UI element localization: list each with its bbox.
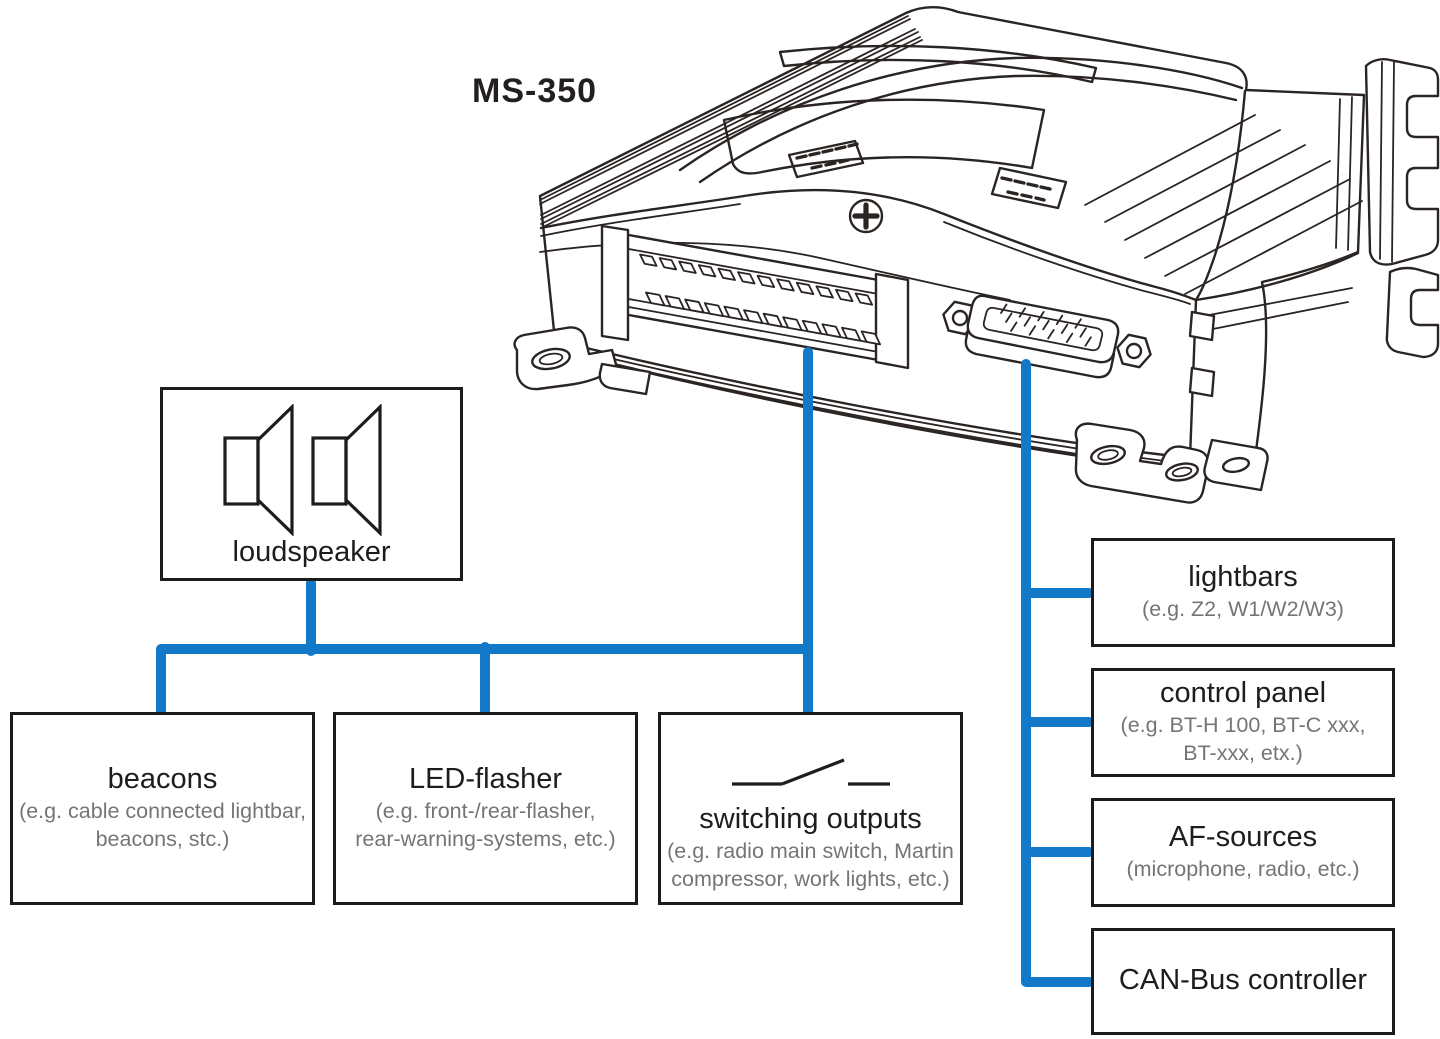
shoulder-bottom-edge bbox=[1194, 251, 1360, 302]
io-pins-row-1-shapes bbox=[639, 253, 874, 306]
node-subtitle-line: beacons, stc.) bbox=[95, 827, 230, 852]
din-groove-lines bbox=[1203, 287, 1353, 331]
node-title: beacons bbox=[107, 762, 218, 795]
recessed-panel bbox=[722, 98, 1046, 175]
right-shoulder bbox=[1084, 89, 1363, 331]
speaker-1-horn bbox=[256, 404, 294, 536]
node-can-bus-controller: CAN-Bus controller bbox=[1091, 928, 1395, 1035]
node-title: AF-sources bbox=[1168, 820, 1318, 853]
connection-lines bbox=[156, 347, 1094, 987]
switch-lever bbox=[781, 758, 845, 786]
foot-back bbox=[1203, 438, 1269, 492]
node-title: control panel bbox=[1159, 676, 1327, 709]
edge-ear-tab-2 bbox=[1188, 366, 1216, 398]
din-bracket-upper bbox=[1364, 58, 1440, 266]
foot-left-hole-inner bbox=[538, 352, 564, 366]
type-label-left bbox=[787, 139, 865, 179]
node-subtitle-line: (e.g. BT-H 100, BT-C xxx, bbox=[1120, 713, 1366, 738]
dsub-shell bbox=[982, 306, 1104, 352]
device-illustration bbox=[513, 6, 1440, 504]
foot-left bbox=[513, 326, 619, 391]
dsub-nut-left-hole bbox=[951, 309, 969, 327]
io-connector bbox=[600, 224, 910, 370]
front-top-edge-echo-right bbox=[943, 221, 1191, 305]
io-bracket-right bbox=[874, 272, 910, 370]
node-af-sources: AF-sources (microphone, radio, etc.) bbox=[1091, 798, 1395, 907]
arch-curve-inner bbox=[698, 74, 1238, 184]
node-beacons: beacons (e.g. cable connected lightbar, … bbox=[10, 712, 315, 905]
node-title: switching outputs bbox=[699, 803, 922, 835]
node-title: loudspeaker bbox=[232, 536, 391, 568]
foot-right-hole-2 bbox=[1165, 462, 1199, 482]
dsub-nut-right bbox=[1116, 333, 1152, 369]
screw-cross bbox=[852, 202, 880, 230]
node-switching-outputs: switching outputs (e.g. radio main switc… bbox=[658, 712, 963, 905]
node-subtitle-line: (e.g. Z2, W1/W2/W3) bbox=[1142, 597, 1344, 622]
mounting-feet bbox=[513, 326, 1269, 504]
foot-left-step bbox=[598, 362, 652, 396]
foot-back-hole bbox=[1221, 456, 1251, 474]
type-label-right-text-marks bbox=[1000, 176, 1052, 202]
dsub-nut-right-hole bbox=[1125, 342, 1143, 360]
foot-right bbox=[1074, 422, 1210, 504]
type-label-right bbox=[990, 166, 1068, 210]
fin-lines bbox=[539, 15, 923, 229]
node-subtitle-line: (microphone, radio, etc.) bbox=[1126, 857, 1360, 882]
node-title: LED-flasher bbox=[408, 762, 563, 795]
din-bracket bbox=[1364, 58, 1440, 359]
foot-right-hole-2-inner bbox=[1171, 466, 1193, 478]
loudspeaker-icon bbox=[223, 404, 382, 536]
node-subtitle-line: (e.g. cable connected lightbar, bbox=[19, 799, 306, 824]
bracket-junction-lines bbox=[1335, 96, 1353, 251]
foot-left-hole bbox=[531, 347, 571, 371]
speaker-2-body bbox=[311, 436, 348, 506]
dsub-skirt bbox=[964, 328, 1116, 379]
dsub-pins-shapes bbox=[1000, 303, 1092, 347]
node-title: CAN-Bus controller bbox=[1118, 963, 1368, 996]
device-model-label: MS-350 bbox=[472, 72, 598, 110]
dsub-pins bbox=[1000, 303, 1092, 347]
arch-curve-outer bbox=[678, 56, 1244, 172]
node-subtitle-line: (e.g. radio main switch, Martin bbox=[667, 839, 954, 864]
node-loudspeaker: loudspeaker bbox=[160, 387, 463, 581]
switch-icon bbox=[732, 758, 890, 786]
io-bracket-left bbox=[600, 224, 630, 342]
edge-ear-tab-1 bbox=[1188, 310, 1216, 342]
speaker-2-horn bbox=[344, 404, 382, 536]
line-bus-to-beacons bbox=[156, 644, 813, 719]
fin-band bbox=[539, 15, 923, 229]
speaker-1-body bbox=[223, 436, 260, 506]
node-lightbars: lightbars (e.g. Z2, W1/W2/W3) bbox=[1091, 538, 1395, 647]
type-label-left-text-marks bbox=[795, 142, 859, 170]
front-top-edge-echo-left bbox=[540, 203, 741, 237]
node-subtitle-line: BT-xxx, etx.) bbox=[1183, 741, 1303, 766]
node-subtitle-line: compressor, work lights, etc.) bbox=[671, 867, 950, 892]
node-title: lightbars bbox=[1188, 560, 1298, 593]
node-subtitle-line: rear-warning-systems, etc.) bbox=[355, 827, 616, 852]
io-pins-row-1 bbox=[639, 253, 874, 306]
din-bracket-ridges bbox=[1379, 61, 1395, 263]
phillips-screw-icon bbox=[848, 198, 884, 234]
dsub-connector bbox=[942, 294, 1152, 379]
io-pins-row-2 bbox=[645, 291, 881, 346]
io-pins-row-2-shapes bbox=[645, 291, 881, 346]
back-strip bbox=[778, 44, 1098, 84]
foot-right-hole-1-inner bbox=[1097, 449, 1119, 461]
node-led-flasher: LED-flasher (e.g. front-/rear-flasher, r… bbox=[333, 712, 638, 905]
node-control-panel: control panel (e.g. BT-H 100, BT-C xxx, … bbox=[1091, 668, 1395, 777]
shoulder-ribs bbox=[1084, 114, 1363, 295]
device-body bbox=[538, 6, 1366, 482]
node-subtitle-line: (e.g. front-/rear-flasher, bbox=[375, 799, 596, 824]
top-face-detail bbox=[678, 44, 1244, 210]
front-top-edge bbox=[539, 188, 1198, 302]
line-dsub-main bbox=[1021, 359, 1094, 987]
din-bracket-lower bbox=[1385, 266, 1440, 359]
foot-right-hole-1 bbox=[1090, 444, 1126, 466]
